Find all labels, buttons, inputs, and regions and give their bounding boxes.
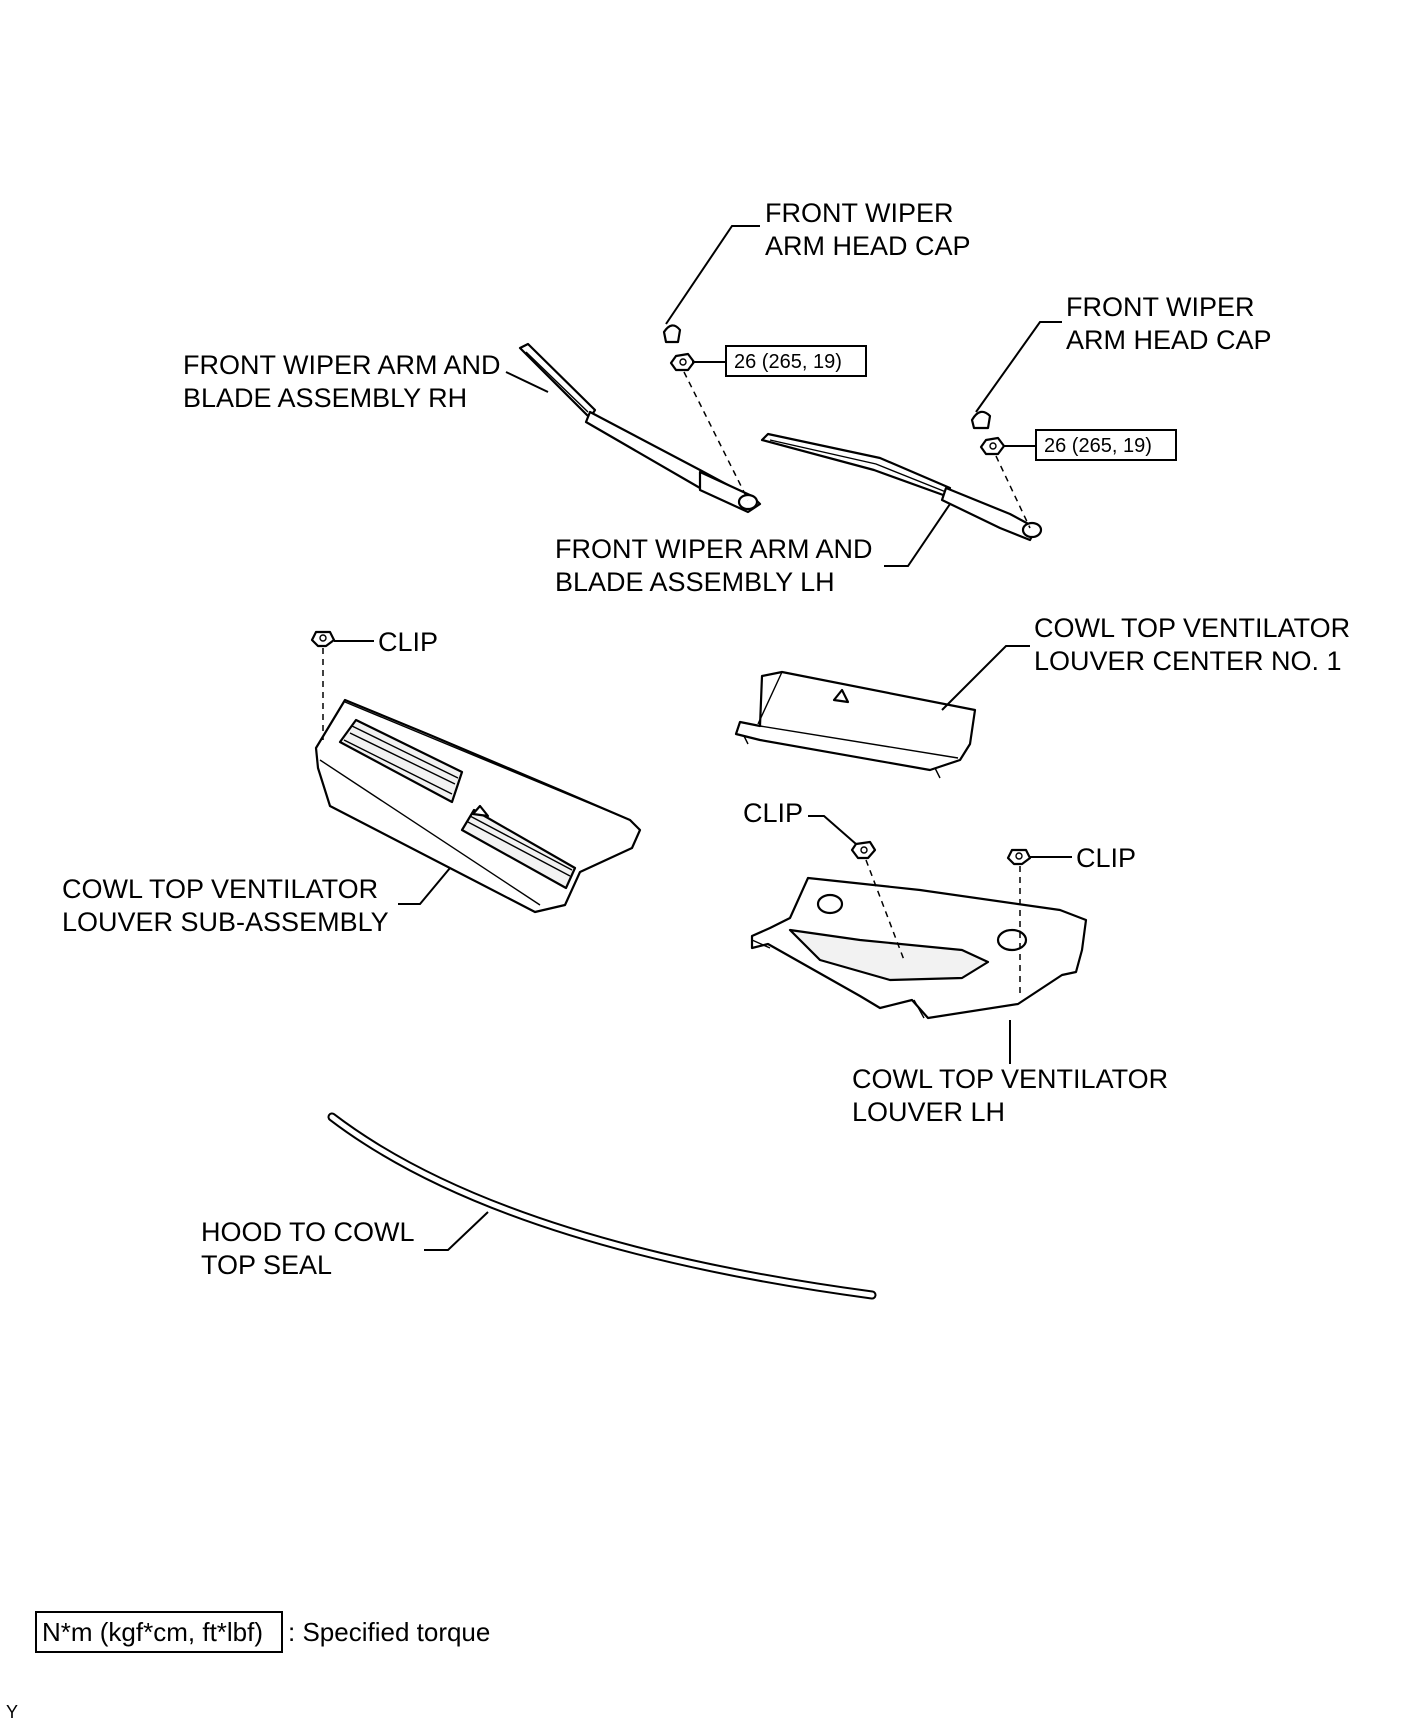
label-cap-lh-line1: FRONT WIPER (1066, 292, 1255, 322)
label-louver-lh-line2: LOUVER LH (852, 1097, 1005, 1127)
label-louver-sub-line2: LOUVER SUB-ASSEMBLY (62, 907, 389, 937)
wiper-head-cap-lh (970, 410, 992, 430)
leader-arm-lh (884, 503, 951, 567)
label-clip-left: CLIP (378, 627, 438, 657)
leader-louver-sub (398, 867, 451, 905)
clip-left (310, 630, 336, 648)
label-hood-seal-line2: TOP SEAL (201, 1250, 332, 1280)
label-louver-center-line2: LOUVER CENTER NO. 1 (1034, 646, 1342, 676)
label-arm-rh-line2: BLADE ASSEMBLY RH (183, 383, 467, 413)
leader-cap-lh (975, 321, 1062, 413)
label-clip-mid: CLIP (743, 798, 803, 828)
clip-middle (850, 840, 877, 860)
label-arm-lh-line2: BLADE ASSEMBLY LH (555, 567, 835, 597)
label-cap-rh-line1: FRONT WIPER (765, 198, 954, 228)
leader-arm-rh (505, 371, 549, 393)
label-cap-lh-line2: ARM HEAD CAP (1066, 325, 1272, 355)
cowl-louver-sub-assembly (314, 698, 642, 914)
label-louver-center-line1: COWL TOP VENTILATOR (1034, 613, 1350, 643)
corner-code: Y (6, 1702, 18, 1722)
cowl-louver-center-no1 (734, 670, 977, 779)
label-louver-lh-line1: COWL TOP VENTILATOR (852, 1064, 1168, 1094)
cowl-louver-lh (750, 876, 1088, 1020)
label-hood-seal-line1: HOOD TO COWL (201, 1217, 415, 1247)
wiper-head-cap-rh (662, 324, 682, 344)
leader-louver-center (941, 645, 1030, 711)
torque-box-rh: 26 (265, 19) (725, 345, 867, 377)
torque-box-lh: 26 (265, 19) (1035, 429, 1177, 461)
leader-clip-mid (808, 815, 857, 845)
label-arm-rh-line1: FRONT WIPER ARM AND (183, 350, 501, 380)
legend-unit-box: N*m (kgf*cm, ft*lbf) (42, 1617, 263, 1647)
leader-cap-rh (665, 225, 760, 325)
front-wiper-arm-rh (518, 342, 762, 514)
label-arm-lh-line1: FRONT WIPER ARM AND (555, 534, 873, 564)
hood-to-cowl-top-seal (327, 1112, 877, 1300)
label-louver-sub-line1: COWL TOP VENTILATOR (62, 874, 378, 904)
legend-unit-desc: : Specified torque (288, 1617, 490, 1647)
clip-right (1006, 848, 1032, 866)
torque-value-lh: 26 (265, 19) (1044, 435, 1152, 457)
label-clip-right: CLIP (1076, 843, 1136, 873)
label-cap-rh-line2: ARM HEAD CAP (765, 231, 971, 261)
leader-hood-seal (424, 1211, 489, 1251)
wiper-nut-lh (979, 436, 1006, 456)
front-wiper-arm-lh (760, 432, 1043, 542)
torque-value-rh: 26 (265, 19) (734, 351, 842, 373)
torque-legend: N*m (kgf*cm, ft*lbf) : Specified torque (35, 1611, 490, 1653)
wiper-nut-rh (669, 352, 696, 372)
